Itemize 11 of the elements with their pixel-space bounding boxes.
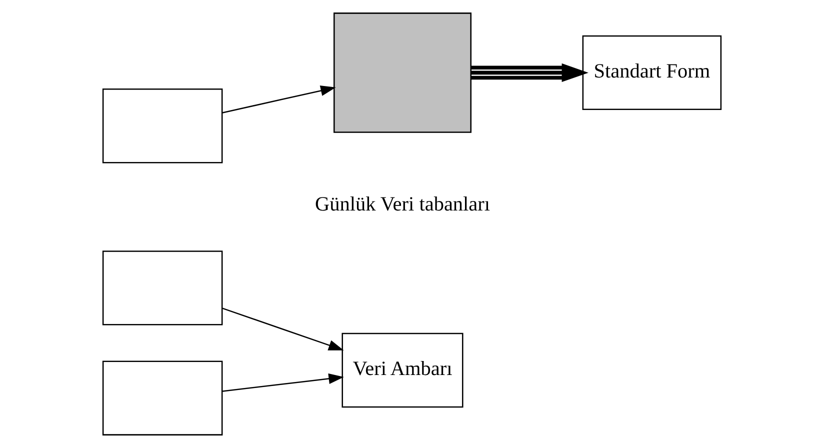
node-box: Veri Ambarı <box>342 332 464 408</box>
arrow <box>222 85 336 114</box>
node-box <box>102 250 223 326</box>
node-box: Standart Form <box>582 35 722 110</box>
node-box <box>102 360 223 436</box>
arrow <box>222 373 344 392</box>
arrow <box>222 308 344 350</box>
arrow <box>470 63 588 82</box>
node-box <box>334 12 472 133</box>
label: Günlük Veri tabanları <box>314 193 490 216</box>
node-box <box>102 88 223 164</box>
